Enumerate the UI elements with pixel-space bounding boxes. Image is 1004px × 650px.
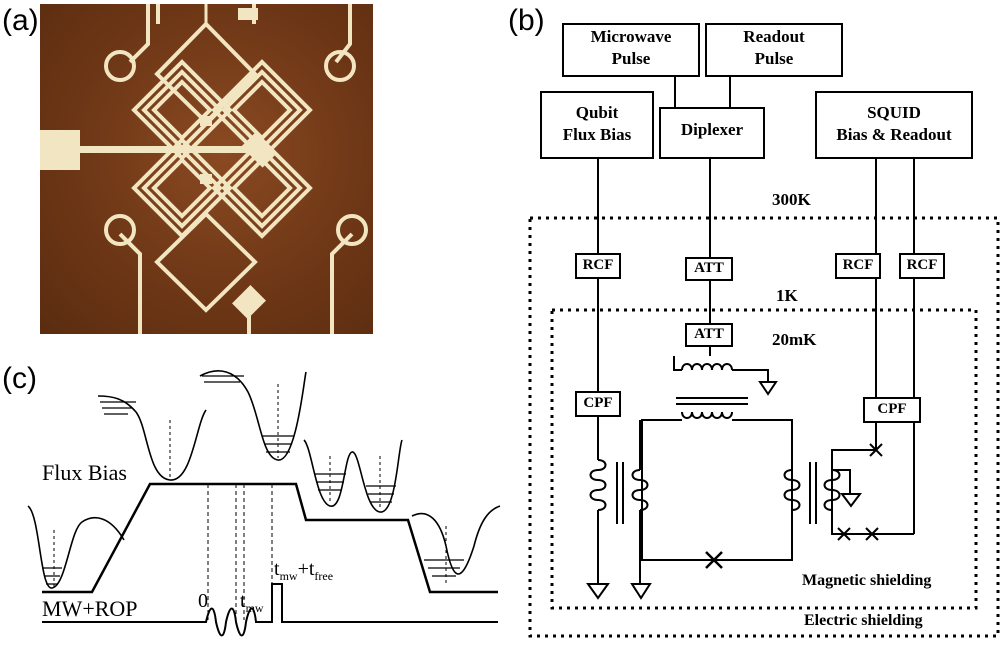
readout-label-line2: Pulse	[754, 49, 794, 68]
panel-label-c: (c)	[2, 362, 37, 395]
flux-bias-label: Flux Bias	[42, 460, 127, 485]
readout-label-line1: Readout	[743, 27, 805, 46]
device-micrograph	[40, 4, 373, 334]
tmw-label: tmw	[240, 590, 264, 616]
temp-20mk: 20mK	[772, 330, 817, 349]
qubit-label-line1: Qubit	[575, 103, 619, 122]
tfree-mw-sub: mw	[279, 569, 298, 583]
mw-rop-label: MW+ROP	[42, 596, 138, 621]
temp-1k: 1K	[776, 286, 798, 305]
rcf-squid-2-label: RCF	[906, 257, 938, 273]
t0-label: 0	[198, 590, 208, 612]
tfree-t: t	[274, 558, 280, 580]
electric-shielding-label: Electric shielding	[804, 612, 923, 629]
microwave-label-line1: Microwave	[590, 27, 672, 46]
tfree-free-sub: free	[314, 569, 334, 583]
squid-label-line1: SQUID	[867, 103, 921, 122]
qubit-label-line2: Flux Bias	[562, 125, 632, 144]
magnetic-shielding-label: Magnetic shielding	[802, 572, 932, 589]
microwave-label-line2: Pulse	[611, 49, 651, 68]
squid-label-line2: Bias & Readout	[836, 125, 952, 144]
micrograph-drawing	[40, 4, 368, 334]
microwave-pulse-label: Microwave Pulse	[563, 26, 699, 70]
readout-pulse-label: Readout Pulse	[706, 26, 842, 70]
tfree-label: tmw+tfree	[274, 558, 333, 584]
tmw-main: t	[240, 590, 246, 612]
diplexer-label: Diplexer	[680, 120, 744, 139]
cpf-qubit-label: CPF	[583, 395, 613, 411]
tmw-sub: mw	[245, 601, 264, 615]
rcf-qubit-label: RCF	[582, 257, 614, 273]
att-1k-label: ATT	[694, 260, 724, 276]
squid-label: SQUID Bias & Readout	[816, 102, 972, 146]
rcf-squid-1-label: RCF	[842, 257, 874, 273]
panel-label-b: (b)	[508, 4, 545, 37]
cpf-squid-label: CPF	[877, 401, 907, 417]
qubit-flux-bias-label: Qubit Flux Bias	[541, 102, 653, 146]
att-20mk-label: ATT	[694, 326, 724, 342]
temp-300k: 300K	[772, 190, 811, 209]
panel-label-a: (a)	[2, 4, 39, 37]
tfree-plus: +t	[297, 558, 315, 580]
